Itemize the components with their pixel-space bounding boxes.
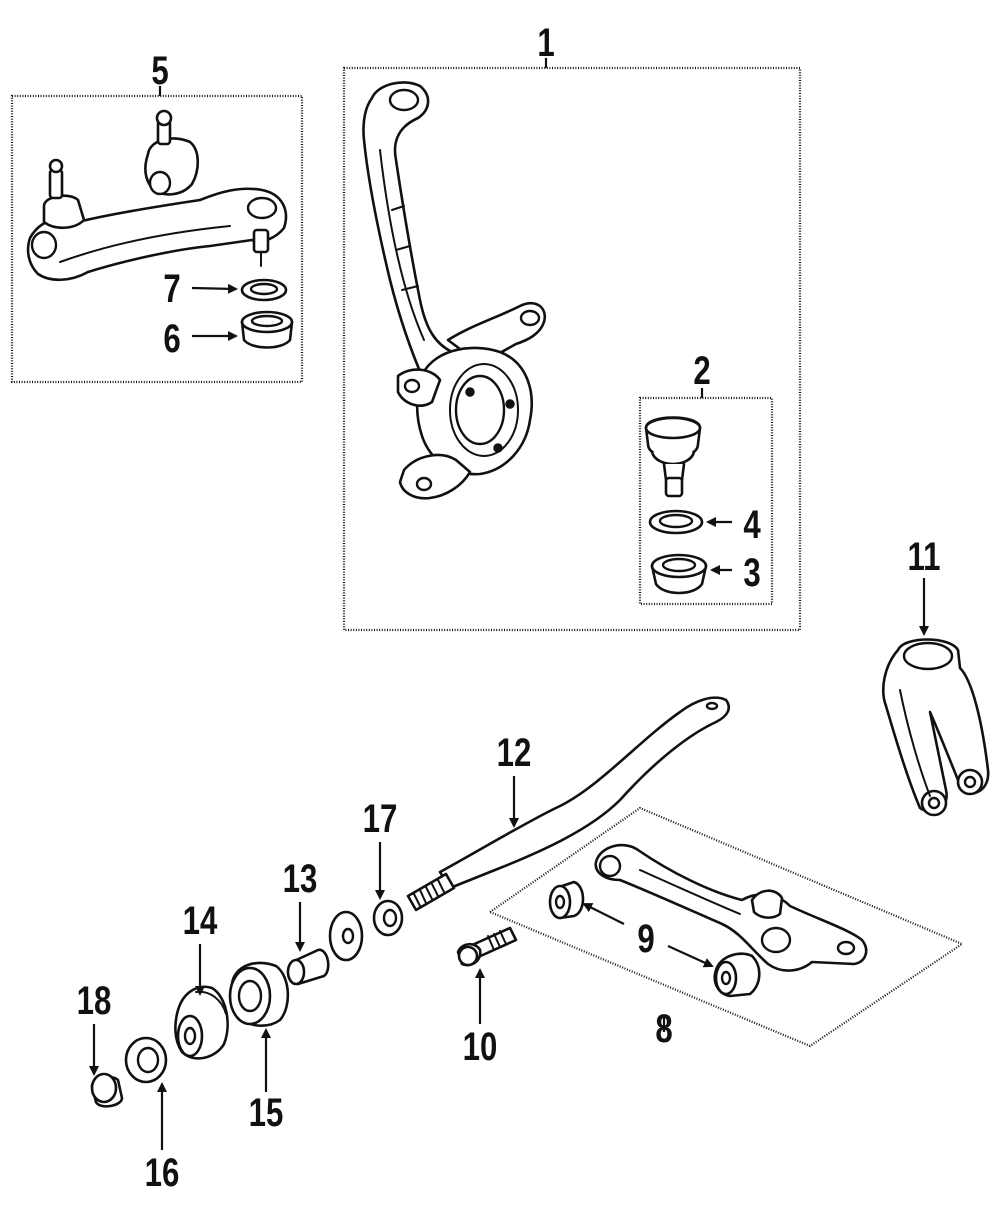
callout-1[interactable]: 1 xyxy=(537,20,554,65)
flange-bolt[interactable] xyxy=(456,926,518,967)
spacer-sleeve[interactable] xyxy=(286,948,330,986)
callout-2[interactable]: 2 xyxy=(693,348,710,393)
lower-arm-bushing-front[interactable] xyxy=(548,880,585,920)
callout-6[interactable]: 6 xyxy=(163,316,180,361)
radius-rod-group: 12 xyxy=(406,696,730,912)
ball-joint-kit: 2 4 3 xyxy=(638,348,774,606)
callout-13[interactable]: 13 xyxy=(283,856,318,901)
callout-18[interactable]: 18 xyxy=(77,978,112,1023)
lower-knuckle-bracket[interactable] xyxy=(882,638,990,817)
callout-14[interactable]: 14 xyxy=(183,898,218,943)
callout-10[interactable]: 10 xyxy=(463,1024,498,1069)
lower-control-arm[interactable] xyxy=(594,843,868,972)
callout-17[interactable]: 17 xyxy=(363,796,398,841)
callout-5[interactable]: 5 xyxy=(151,48,168,93)
callout-12[interactable]: 12 xyxy=(497,730,532,775)
callout-4[interactable]: 4 xyxy=(743,502,760,547)
callout-3[interactable]: 3 xyxy=(743,550,760,595)
steering-knuckle[interactable] xyxy=(362,81,547,500)
callout-16[interactable]: 16 xyxy=(145,1150,180,1195)
ball-joint-seal[interactable] xyxy=(648,509,704,535)
lower-arm-bushing-rear[interactable] xyxy=(713,952,761,998)
bushing-15[interactable] xyxy=(228,961,290,1027)
knuckle-box xyxy=(342,66,802,632)
ball-joint-boot[interactable] xyxy=(650,553,708,595)
lock-nut[interactable] xyxy=(90,1072,124,1108)
callout-9[interactable]: 9 xyxy=(637,916,654,961)
ball-joint[interactable] xyxy=(644,416,702,498)
washer-16[interactable] xyxy=(124,1036,168,1084)
upper-control-arm[interactable] xyxy=(26,109,288,282)
callout-11[interactable]: 11 xyxy=(908,534,941,579)
upper-seal-ring[interactable] xyxy=(240,278,288,302)
callout-8[interactable]: 8 xyxy=(655,1006,672,1051)
large-washer[interactable] xyxy=(328,910,364,962)
ball-joint-box xyxy=(638,396,774,606)
lower-control-arm-group: 8 9 xyxy=(487,806,965,1051)
upper-control-arm-group: 5 7 xyxy=(10,48,304,384)
callout-7[interactable]: 7 xyxy=(163,266,180,311)
washer-17[interactable] xyxy=(372,899,404,937)
lower-knuckle-bracket-group: 11 xyxy=(882,534,990,817)
callout-15[interactable]: 15 xyxy=(249,1090,284,1135)
upper-arm-box xyxy=(10,94,304,384)
radius-rod[interactable] xyxy=(406,696,730,912)
steering-knuckle-group: 1 2 xyxy=(342,20,802,632)
upper-dust-boot[interactable] xyxy=(240,310,294,349)
rubber-cushion[interactable] xyxy=(174,985,229,1060)
